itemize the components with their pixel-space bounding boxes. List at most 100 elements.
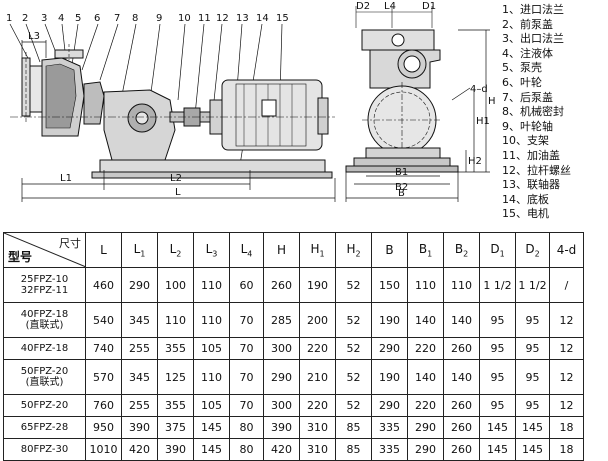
header-cell: H1 [299, 232, 336, 268]
legend-item: 2、前泵盖 [502, 17, 553, 31]
value-cell: 200 [299, 302, 336, 338]
part-label-1: 1 [6, 13, 12, 24]
value-cell: 12 [549, 302, 584, 338]
value-cell: 220 [407, 337, 444, 360]
value-cell: 375 [157, 416, 194, 439]
value-cell: 300 [263, 337, 300, 360]
value-cell: 52 [335, 359, 372, 395]
model-cell: 50FPZ-20 [3, 394, 86, 417]
header-cell: L3 [193, 232, 230, 268]
header-cell: D2 [515, 232, 550, 268]
corner-diagonal [4, 233, 85, 267]
value-cell: 140 [407, 302, 444, 338]
model-cell: 80FPZ-30 [3, 438, 86, 461]
header-cell: B2 [443, 232, 480, 268]
header-cell: L1 [121, 232, 158, 268]
pump-technical-drawing: 1 2 3 4 5 6 7 8 9 10 11 12 13 14 15 L3 L… [6, 1, 496, 202]
value-cell: 110 [193, 359, 230, 395]
header-cell: D1 [479, 232, 516, 268]
value-cell: 95 [515, 359, 550, 395]
legend-item: 9、叶轮轴 [502, 119, 553, 133]
value-cell: 190 [371, 302, 408, 338]
value-cell: 70 [229, 302, 264, 338]
part-label-7: 7 [114, 13, 120, 24]
legend-item: 12、拉杆螺丝 [502, 163, 571, 177]
value-cell: 18 [549, 416, 584, 439]
table-corner-cell: 尺寸 型号 [3, 232, 86, 268]
value-cell: 95 [479, 359, 516, 395]
part-label-13: 13 [236, 13, 249, 24]
part-label-3: 3 [41, 13, 47, 24]
value-cell: 255 [121, 394, 158, 417]
corner-model-label: 型号 [8, 250, 33, 264]
value-cell: 140 [407, 359, 444, 395]
legend-item: 14、底板 [502, 192, 549, 206]
value-cell: 290 [407, 416, 444, 439]
value-cell: 105 [193, 394, 230, 417]
value-cell: 260 [443, 416, 480, 439]
part-label-2: 2 [22, 13, 28, 24]
value-cell: 335 [371, 416, 408, 439]
value-cell: 95 [515, 337, 550, 360]
legend-item: 6、叶轮 [502, 75, 542, 89]
value-cell: 420 [121, 438, 158, 461]
value-cell: 290 [371, 337, 408, 360]
value-cell: 125 [157, 359, 194, 395]
part-label-5: 5 [75, 13, 81, 24]
value-cell: 345 [121, 359, 158, 395]
header-cell: B1 [407, 232, 444, 268]
legend-item: 13、联轴器 [502, 178, 560, 192]
model-cell: 40FPZ-18(直联式) [3, 302, 86, 338]
legend-item: 15、电机 [502, 207, 549, 221]
value-cell: 290 [263, 359, 300, 395]
legend-item: 5、泵壳 [502, 61, 542, 75]
value-cell: 220 [299, 394, 336, 417]
value-cell: 140 [443, 359, 480, 395]
value-cell: 335 [371, 438, 408, 461]
header-cell: H [263, 232, 300, 268]
legend-item: 10、支架 [502, 134, 549, 148]
part-label-14: 14 [256, 13, 269, 24]
value-cell: 145 [515, 438, 550, 461]
value-cell: 210 [299, 359, 336, 395]
value-cell: 110 [443, 267, 480, 303]
part-label-4: 4 [58, 13, 64, 24]
value-cell: 145 [193, 438, 230, 461]
value-cell: 345 [121, 302, 158, 338]
dim-label-H2: H2 [468, 156, 482, 167]
value-cell: 740 [85, 337, 122, 360]
value-cell: 260 [443, 337, 480, 360]
legend-item: 7、后泵盖 [502, 90, 553, 104]
value-cell: 85 [335, 438, 372, 461]
value-cell: 310 [299, 438, 336, 461]
value-cell: 310 [299, 416, 336, 439]
value-cell: 110 [407, 267, 444, 303]
value-cell: 70 [229, 359, 264, 395]
value-cell: 260 [443, 394, 480, 417]
value-cell: 95 [515, 302, 550, 338]
legend-item: 4、注液体 [502, 46, 553, 60]
value-cell: 355 [157, 337, 194, 360]
value-cell: 95 [479, 394, 516, 417]
value-cell: 190 [299, 267, 336, 303]
part-label-10: 10 [178, 13, 191, 24]
value-cell: 145 [193, 416, 230, 439]
legend-item: 11、加油盖 [502, 148, 560, 162]
value-cell: 95 [479, 302, 516, 338]
value-cell: 290 [121, 267, 158, 303]
dimension-table: 尺寸 型号 L L1 L2 L3 L4 H H1 H2 B B1 B2 D1 D… [3, 232, 584, 461]
part-number-labels: 1 2 3 4 5 6 7 8 9 10 11 12 13 14 15 L3 L… [6, 1, 496, 199]
dim-label-B1: B1 [395, 167, 408, 178]
model-cell: 65FPZ-28 [3, 416, 86, 439]
dim-label-H: H [488, 96, 496, 107]
part-label-9: 9 [156, 13, 162, 24]
dim-label-B2: B2 [395, 182, 408, 193]
value-cell: 18 [549, 438, 584, 461]
value-cell: 60 [229, 267, 264, 303]
part-label-15: 15 [276, 13, 289, 24]
value-cell: 220 [407, 394, 444, 417]
value-cell: 290 [371, 394, 408, 417]
